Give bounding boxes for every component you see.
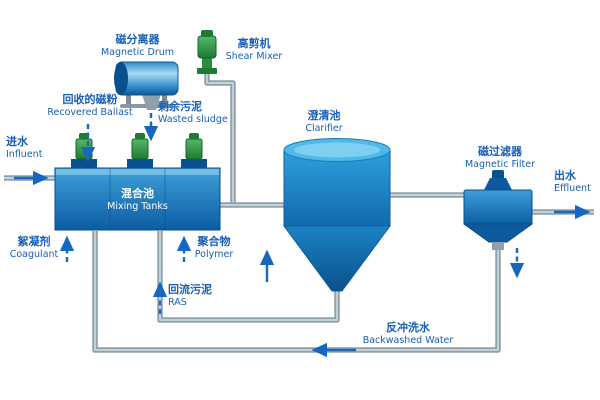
drum-leg-left	[126, 92, 131, 105]
effluent-label: 出水 Effluent	[554, 169, 598, 194]
mixing-tanks-label-en: Mixing Tanks	[107, 200, 168, 212]
mixing-tanks-label-zh: 混合池	[121, 187, 154, 200]
clarifier-label-zh: 澄清池	[307, 109, 341, 122]
magnetic-drum-label-en: Magnetic Drum	[100, 46, 175, 58]
magnetic-filter-label-en: Magnetic Filter	[464, 158, 536, 170]
ras-label-zh: 回流污泥	[168, 283, 212, 296]
clarifier-body	[283, 149, 391, 227]
clarifier-label: 澄清池 Clarifier	[282, 109, 366, 134]
shear-mixer-pipe	[204, 72, 236, 205]
filter-cap	[484, 178, 512, 190]
mixing-tank-rim	[56, 169, 219, 175]
clarifier-surface	[294, 142, 380, 158]
clarifier-label-en: Clarifier	[305, 122, 343, 134]
backwashed-water-label: 反冲洗水 Backwashed Water	[352, 321, 464, 346]
magnetic-filter-label-zh: 磁过滤器	[478, 145, 522, 158]
mixer-motor	[185, 138, 203, 160]
wasted-sludge-label-en: Wasted sludge	[158, 113, 228, 125]
clarifier-cone	[283, 225, 391, 292]
influent-label-zh: 进水	[6, 135, 28, 148]
coagulant-label: 絮凝剂 Coagulant	[4, 235, 64, 260]
backwashed-water-label-en: Backwashed Water	[362, 334, 454, 346]
shear-mixer-cap	[201, 30, 213, 37]
wasted-sludge-label: 剩余污泥 Wasted sludge	[158, 100, 238, 125]
coagulant-label-zh: 絮凝剂	[17, 235, 51, 248]
wasted-sludge-label-zh: 剩余污泥	[158, 100, 202, 113]
mixer-unit	[71, 133, 97, 168]
magnetic-drum-label: 磁分离器 Magnetic Drum	[95, 33, 180, 58]
mixer-cap	[79, 133, 89, 139]
drum-leg-right	[162, 92, 167, 105]
ras-pipe	[157, 231, 340, 323]
shear-mixer-label-en: Shear Mixer	[225, 50, 283, 62]
magnetic-filter-label: 磁过滤器 Magnetic Filter	[458, 145, 542, 170]
mixing-tank-body	[54, 167, 221, 231]
polymer-label-en: Polymer	[194, 248, 234, 260]
recovered-ballast-label: 回收的磁粉 Recovered Ballast	[42, 93, 138, 118]
filter-stem	[492, 242, 504, 250]
magnetic-drum	[114, 61, 179, 110]
mixer-unit	[181, 133, 207, 168]
mixer-cap	[189, 133, 199, 139]
clarifier	[283, 138, 391, 292]
mixing-tank	[54, 133, 221, 231]
mixer-cap	[135, 133, 145, 139]
polymer-label-zh: 聚合物	[197, 235, 231, 248]
ras-label-en: RAS	[168, 296, 187, 308]
shear-mixer-label-zh: 高剪机	[237, 37, 271, 50]
influent-label: 进水 Influent	[6, 135, 54, 160]
drum-chute	[142, 94, 161, 110]
magnetic-drum-label-zh: 磁分离器	[115, 33, 160, 46]
mixer-motor	[131, 138, 149, 160]
mixer-mount	[71, 159, 97, 168]
filter-knob	[492, 170, 504, 179]
influent-label-en: Influent	[6, 148, 43, 160]
magnetic-filter	[462, 170, 534, 250]
recovered-ballast-label-zh: 回收的磁粉	[62, 93, 118, 106]
filter-body	[463, 189, 533, 225]
shear-mixer	[197, 30, 217, 74]
shear-mixer-label: 高剪机 Shear Mixer	[218, 37, 290, 62]
shear-mixer-flange	[197, 68, 217, 74]
shear-mixer-motor	[197, 35, 217, 59]
mixer-unit	[127, 133, 153, 168]
coagulant-label-en: Coagulant	[9, 248, 59, 260]
drum-end-cap	[114, 62, 128, 95]
mixer-mount	[181, 159, 207, 168]
polymer-label: 聚合物 Polymer	[188, 235, 240, 260]
backwashed-water-label-zh: 反冲洗水	[386, 321, 430, 334]
backwash-pipe	[92, 231, 501, 353]
shear-mixer-neck	[202, 56, 212, 68]
ras-label: 回流污泥 RAS	[168, 283, 232, 308]
mixer-mount	[127, 159, 153, 168]
mixer-motor	[75, 138, 93, 160]
effluent-label-en: Effluent	[554, 182, 591, 194]
recovered-ballast-label-en: Recovered Ballast	[47, 106, 133, 118]
filter-funnel	[462, 223, 534, 243]
effluent-label-zh: 出水	[554, 169, 576, 182]
mixing-tanks-label: 混合池 Mixing Tanks	[55, 187, 220, 212]
